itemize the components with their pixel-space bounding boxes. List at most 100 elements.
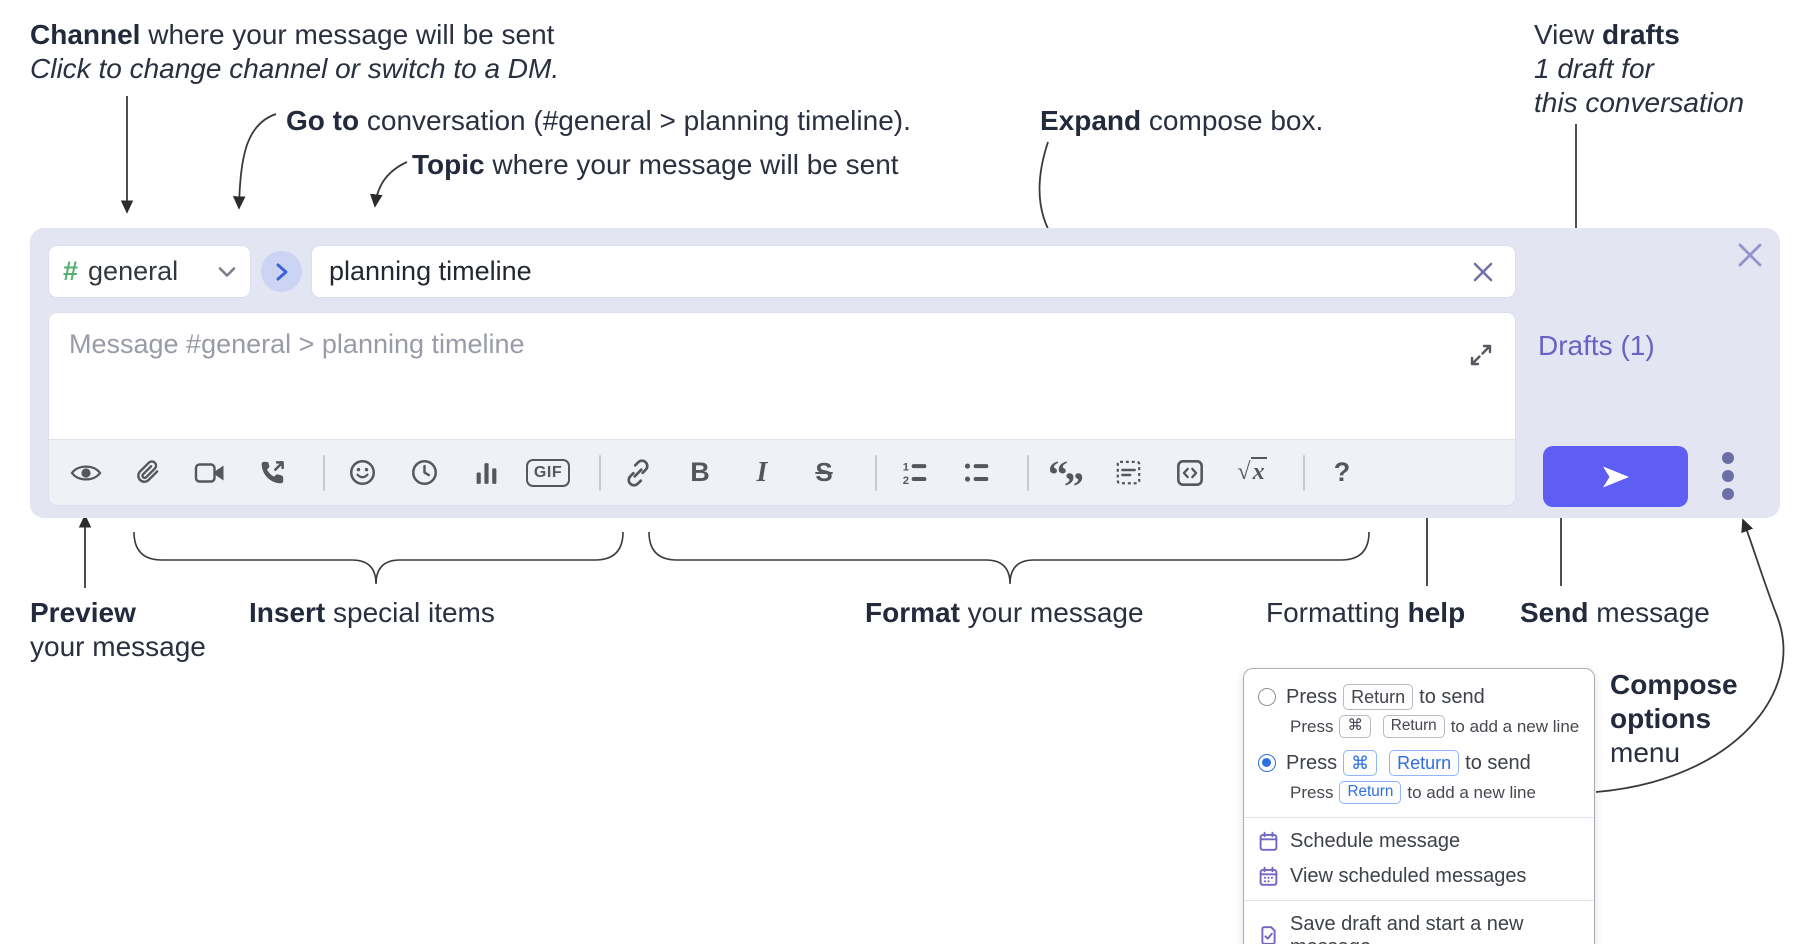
formatting-help-button[interactable]: ? [1321,450,1363,496]
chevron-down-icon [218,266,236,277]
bar-chart-icon [476,462,496,484]
compose-options-menu-button[interactable] [1706,447,1750,505]
topic-field-wrap [311,245,1516,298]
strikethrough-icon: S [815,457,833,487]
hash-icon: # [63,256,79,286]
topic-input[interactable] [311,245,1516,298]
emoji-button[interactable] [341,450,383,496]
annotation-insert: Insert special items [249,597,495,628]
clock-icon [411,460,437,485]
menu-item-view-scheduled[interactable]: View scheduled messages [1244,859,1594,894]
link-button[interactable] [617,450,659,496]
toolbar-divider [1303,454,1305,491]
close-icon [1473,262,1493,282]
toolbar-divider [1027,454,1029,491]
brace-format [648,531,1370,585]
gif-icon: GIF [525,458,571,487]
strikethrough-button[interactable]: S [803,450,845,496]
calendar-grid-icon [1259,866,1278,886]
channel-selector[interactable]: # general [48,245,251,298]
option-cmd-enter-to-send[interactable]: Press ⌘ Return to send [1244,745,1594,781]
message-input[interactable] [49,313,1515,440]
option-enter-to-send[interactable]: Press Return to send [1244,679,1594,715]
drafts-link[interactable]: Drafts (1) [1538,330,1655,361]
annotation-compose-options: Compose options menu [1610,669,1738,768]
line-topic [370,161,408,208]
annotation-channel: Channel where your message will be sent … [30,19,560,84]
add-global-time-button[interactable] [403,450,445,496]
toolbar-divider [323,454,325,491]
send-icon [1602,466,1629,487]
toolbar-divider [875,454,877,491]
paperclip-icon [137,460,159,483]
smiley-icon [349,460,375,485]
close-icon [1738,243,1762,267]
spoiler-icon [1116,460,1140,485]
italic-icon: I [756,456,768,488]
menu-divider [1244,816,1594,818]
key-return: Return [1339,781,1402,804]
compose-options-menu: Press Return to send Press ⌘ Return to a… [1243,668,1595,944]
toolbar-divider [599,454,601,491]
annotation-format: Format your message [865,597,1144,628]
key-return: Return [1382,715,1445,738]
menu-item-schedule-message[interactable]: Schedule message [1244,824,1594,859]
bulleted-list-button[interactable] [955,450,997,496]
annotation-topic: Topic where your message will be sent [412,149,899,180]
annotation-expand: Expand compose box. [1040,105,1324,136]
compose-toolbar: GIF B I S [49,439,1515,505]
attach-file-button[interactable] [127,450,169,496]
annotation-view-drafts: View drafts 1 draft for this conversatio… [1534,19,1745,118]
video-camera-icon [194,462,224,483]
svg-text:2: 2 [902,475,908,486]
calendar-icon [1259,831,1278,851]
expand-compose-button[interactable] [1465,339,1497,371]
question-mark-icon: ? [1333,457,1351,487]
channel-name: general [88,256,179,286]
italic-button[interactable]: I [741,450,783,496]
option-enter-to-send-hint: Press ⌘ Return to add a new line [1244,715,1594,745]
code-icon [1177,459,1203,486]
close-compose-button[interactable] [1731,236,1769,274]
annotation-preview: Preview your message [30,597,206,662]
add-poll-button[interactable] [465,450,507,496]
key-cmd: ⌘ [1339,715,1371,738]
spoiler-button[interactable] [1107,450,1149,496]
expand-icon [1470,344,1492,366]
message-compose-area: GIF B I S [48,312,1516,506]
radio-checked[interactable] [1258,754,1276,773]
eye-icon [70,464,102,481]
code-button[interactable] [1169,450,1211,496]
annotation-formatting-help: Formatting help [1266,597,1466,628]
link-icon [627,458,649,487]
bold-button[interactable]: B [679,450,721,496]
numbered-list-icon: 1 2 [902,461,926,486]
quote-icon: “ ” [1048,451,1084,506]
phone-call-icon [261,461,284,484]
video-call-button[interactable] [189,450,231,496]
preview-button[interactable] [65,450,107,496]
svg-text:1: 1 [902,461,908,473]
annotation-send: Send message [1520,597,1710,628]
math-button[interactable]: √x [1231,450,1273,496]
line-goto [232,113,277,210]
menu-divider [1244,899,1594,901]
add-gif-button[interactable]: GIF [525,450,571,496]
numbered-list-button[interactable]: 1 2 [893,450,935,496]
menu-item-save-draft[interactable]: Save draft and start a new message [1244,907,1594,944]
topic-clear-button[interactable] [1466,255,1500,289]
bold-icon: B [690,457,710,487]
math-icon: √x [1237,457,1267,485]
draft-check-icon [1261,926,1276,944]
key-cmd: ⌘ [1343,749,1378,777]
option-cmd-enter-to-send-hint: Press Return to add a new line [1244,781,1594,811]
go-to-conversation-button[interactable] [261,251,302,292]
voice-call-button[interactable] [251,450,293,496]
radio-unchecked[interactable] [1258,688,1276,707]
vertical-dots-icon [1722,452,1734,500]
quote-button[interactable]: “ ” [1045,450,1087,506]
annotation-goto: Go to conversation (#general > planning … [286,105,911,136]
chevron-right-icon [276,263,287,280]
send-button[interactable] [1543,446,1688,507]
